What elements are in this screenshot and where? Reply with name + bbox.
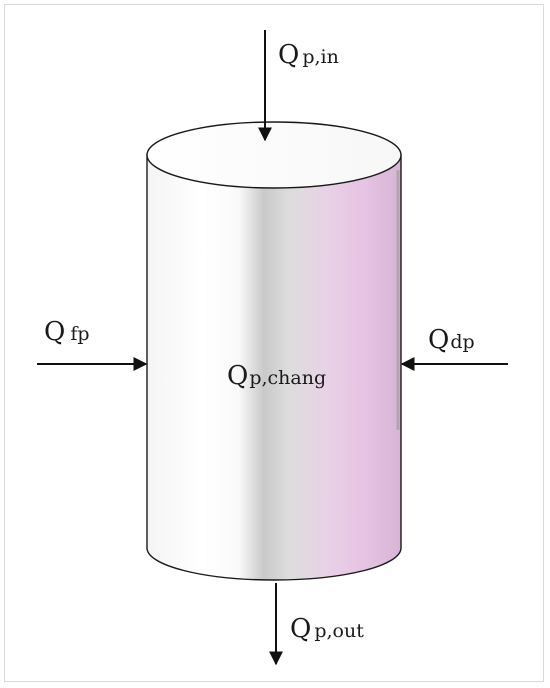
cylinder <box>146 121 402 581</box>
right-flow-label: Qdp <box>428 325 475 355</box>
cylinder-top-face <box>146 121 402 189</box>
cylinder-body <box>146 154 402 581</box>
change-label: Qp,chang <box>227 361 326 391</box>
